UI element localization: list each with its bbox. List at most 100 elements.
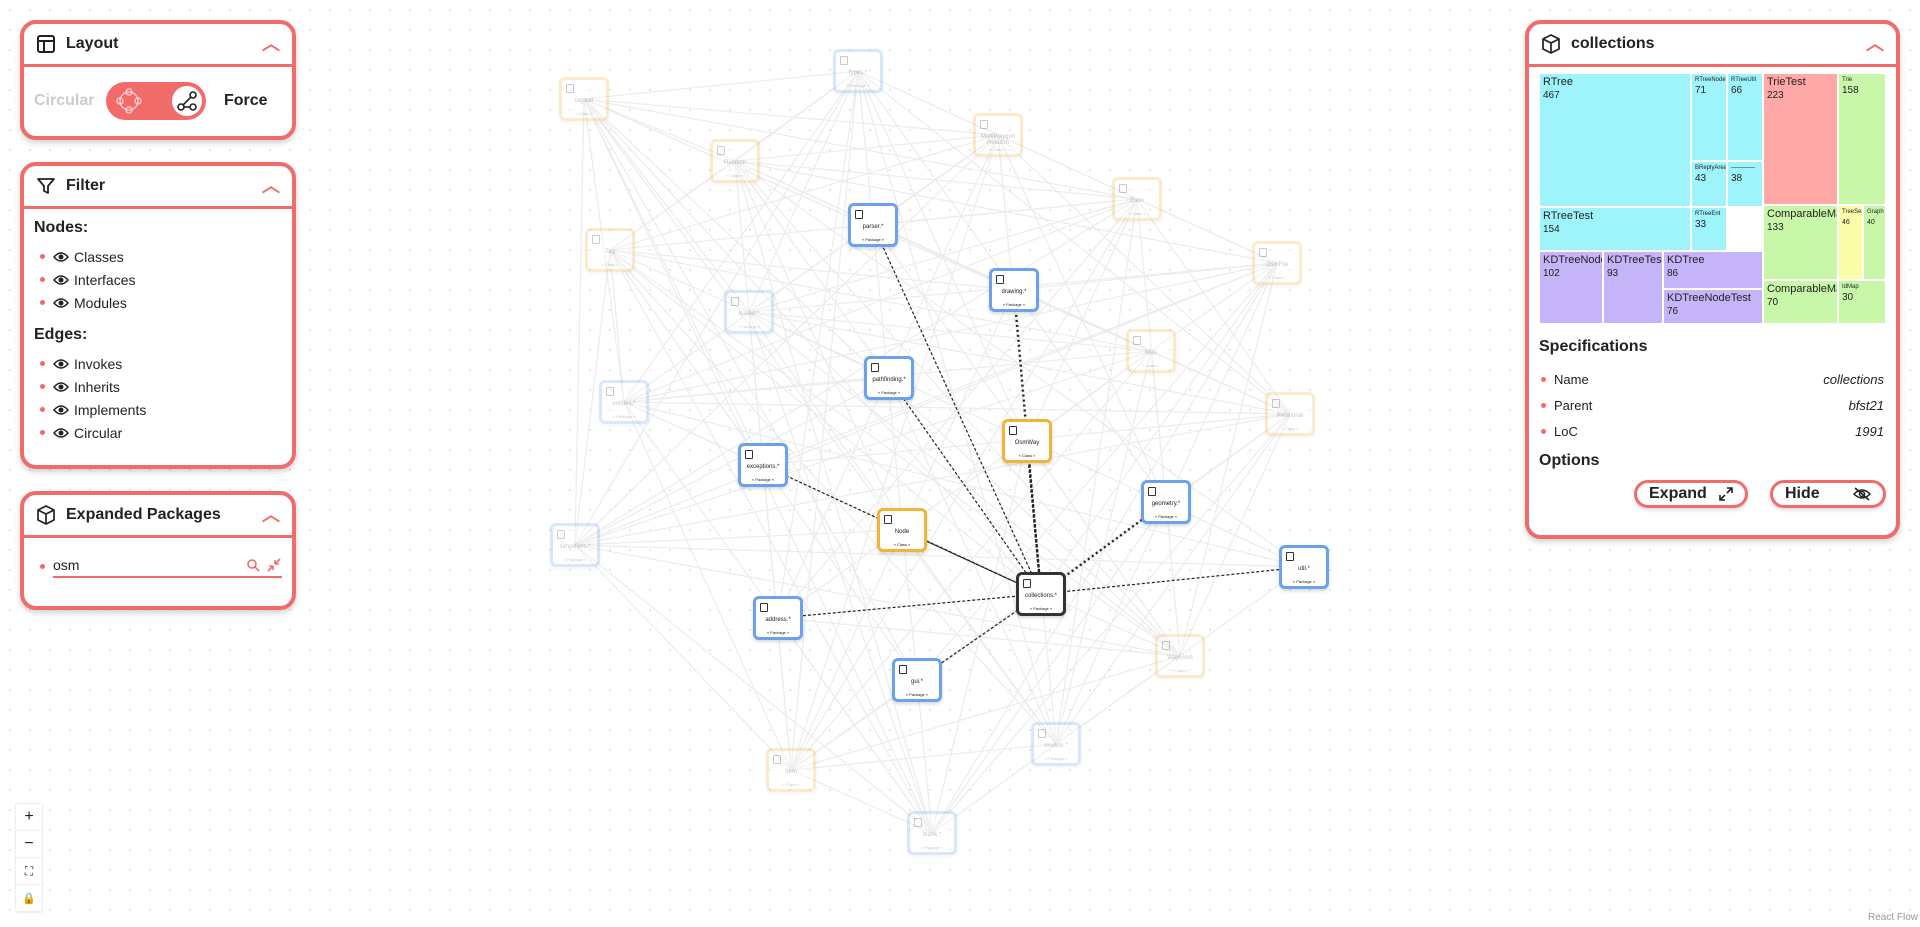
circular-label[interactable]: Circular: [34, 92, 95, 109]
eye-icon[interactable]: [53, 274, 69, 286]
treemap-cell[interactable]: ComparableMapTest70: [1763, 280, 1838, 324]
graph-node-multipolygon[interactable]: MultiPolygon Relation« Class »: [973, 113, 1023, 157]
layout-toggle[interactable]: [106, 82, 206, 120]
force-label[interactable]: Force: [224, 92, 268, 109]
detail-panel-header[interactable]: collections ︿: [1529, 24, 1896, 67]
fit-view-button[interactable]: ⛶: [16, 858, 42, 885]
graph-node-simplifiers[interactable]: simplifiers.*« Package »: [550, 523, 600, 567]
graph-node-elem[interactable]: Elem« Class »: [1112, 177, 1162, 221]
hide-button-label: Hide: [1785, 485, 1820, 502]
filter-item-modules[interactable]: Modules: [34, 291, 282, 314]
graph-node-node[interactable]: Node« Class »: [877, 508, 927, 552]
graph-node-entities[interactable]: entities.*« Package »: [599, 380, 649, 424]
layout-panel-header[interactable]: Layout ︿: [24, 24, 292, 67]
filter-item-inherits[interactable]: Inherits: [34, 375, 282, 398]
package-icon: [996, 275, 1004, 284]
edge-util-collections[interactable]: [1040, 566, 1305, 595]
graph-node-relational[interactable]: Relational« Class »: [1265, 392, 1315, 436]
chevron-up-icon[interactable]: ︿: [1866, 34, 1884, 54]
graph-node-parser[interactable]: parser.*« Package »: [848, 203, 898, 247]
edge-osmway-collections[interactable]: [1025, 440, 1043, 595]
edge-pathfinding-collections[interactable]: [888, 377, 1042, 595]
graph-node-types[interactable]: types.*« Package »: [833, 49, 883, 93]
chevron-up-icon[interactable]: ︿: [262, 34, 280, 54]
node-type: « Package »: [861, 237, 885, 242]
eye-icon[interactable]: [53, 404, 69, 416]
graph-node-osmway[interactable]: OsmWay« Class »: [1002, 419, 1052, 463]
filter-item-interfaces[interactable]: Interfaces: [34, 268, 282, 291]
package-input[interactable]: osm: [53, 554, 282, 578]
graph-node-blank[interactable]: blank.*« Package »: [907, 811, 957, 855]
eye-icon[interactable]: [53, 251, 69, 263]
graph-node-map[interactable]: Map« Class »: [1126, 329, 1176, 373]
graph-node-item[interactable]: Item« Class »: [766, 748, 816, 792]
graph-node-loader[interactable]: loader.*« Package »: [724, 290, 774, 334]
background-edge: [574, 198, 1138, 546]
expanded-packages-header[interactable]: Expanded Packages ︿: [24, 495, 292, 538]
filter-panel-header[interactable]: Filter ︿: [24, 166, 292, 209]
treemap-cell[interactable]: ComparableMap133: [1763, 205, 1838, 280]
zoom-in-button[interactable]: +: [16, 804, 42, 831]
graph-node-tag[interactable]: Tag« Class »: [585, 228, 635, 272]
filter-item-circular[interactable]: Circular: [34, 421, 282, 444]
graph-node-tagleaf[interactable]: tagleaf« Class »: [559, 77, 609, 121]
graph-node-pathfinding[interactable]: pathfinding.*« Package »: [864, 356, 914, 400]
graph-node-models[interactable]: models.*« Package »: [1031, 722, 1081, 766]
graph-node-util[interactable]: util.*« Package »: [1279, 545, 1329, 589]
graph-node-geometry[interactable]: geometry.*« Package »: [1141, 480, 1191, 524]
treemap-cell[interactable]: RTreeUtil 66: [1727, 73, 1763, 161]
react-flow-attribution[interactable]: React Flow: [1867, 912, 1918, 923]
graph-node-address[interactable]: address.*« Package »: [753, 596, 803, 640]
chevron-up-icon[interactable]: ︿: [262, 176, 280, 196]
expand-button[interactable]: Expand: [1634, 480, 1748, 508]
filter-item-implements[interactable]: Implements: [34, 398, 282, 421]
edge-parser-collections[interactable]: [872, 224, 1042, 595]
graph-node-gui[interactable]: gui.*« Package »: [892, 658, 942, 702]
filter-item-classes[interactable]: Classes: [34, 245, 282, 268]
graph-node-collections[interactable]: collections.*« Package »: [1016, 572, 1066, 616]
lock-button[interactable]: 🔒: [16, 885, 42, 912]
treemap-cell-name: RTreeUtil: [1731, 77, 1757, 83]
graph-node-drawing[interactable]: drawing.*« Package »: [989, 268, 1039, 312]
circular-layout-icon: [114, 86, 144, 116]
graph-node-exceptions[interactable]: exceptions.*« Package »: [738, 443, 788, 487]
edge-drawing-collections[interactable]: [1012, 289, 1043, 595]
node-label: tagleaf: [574, 98, 593, 104]
hide-button[interactable]: Hide: [1770, 480, 1886, 508]
background-edge: [1136, 198, 1291, 415]
treemap-cell-name: BReplyArea: [1695, 165, 1727, 171]
graph-node-relation[interactable]: Relation« Class »: [710, 139, 760, 183]
collapse-icon[interactable]: [266, 557, 282, 573]
chevron-up-icon[interactable]: ︿: [262, 505, 280, 525]
eye-icon[interactable]: [53, 427, 69, 439]
background-edge: [609, 249, 625, 403]
eye-icon[interactable]: [53, 297, 69, 309]
class-file-icon: [1119, 184, 1127, 193]
node-type: « Package »: [1044, 756, 1068, 761]
eye-icon[interactable]: [53, 358, 69, 370]
treemap-cell-count: 66: [1731, 85, 1743, 96]
zoom-out-button[interactable]: −: [16, 831, 42, 858]
filter-item-invokes[interactable]: Invokes: [34, 352, 282, 375]
graph-node-osmfile[interactable]: OsmFile« Class »: [1252, 241, 1302, 285]
background-edge: [1055, 566, 1305, 745]
treemap-cell[interactable]: ————38: [1727, 161, 1763, 207]
edge-address-collections[interactable]: [777, 593, 1042, 619]
eye-icon[interactable]: [53, 381, 69, 393]
graph-node-wayelem[interactable]: WayElem« Class »: [1155, 634, 1205, 678]
search-icon[interactable]: [246, 558, 260, 572]
